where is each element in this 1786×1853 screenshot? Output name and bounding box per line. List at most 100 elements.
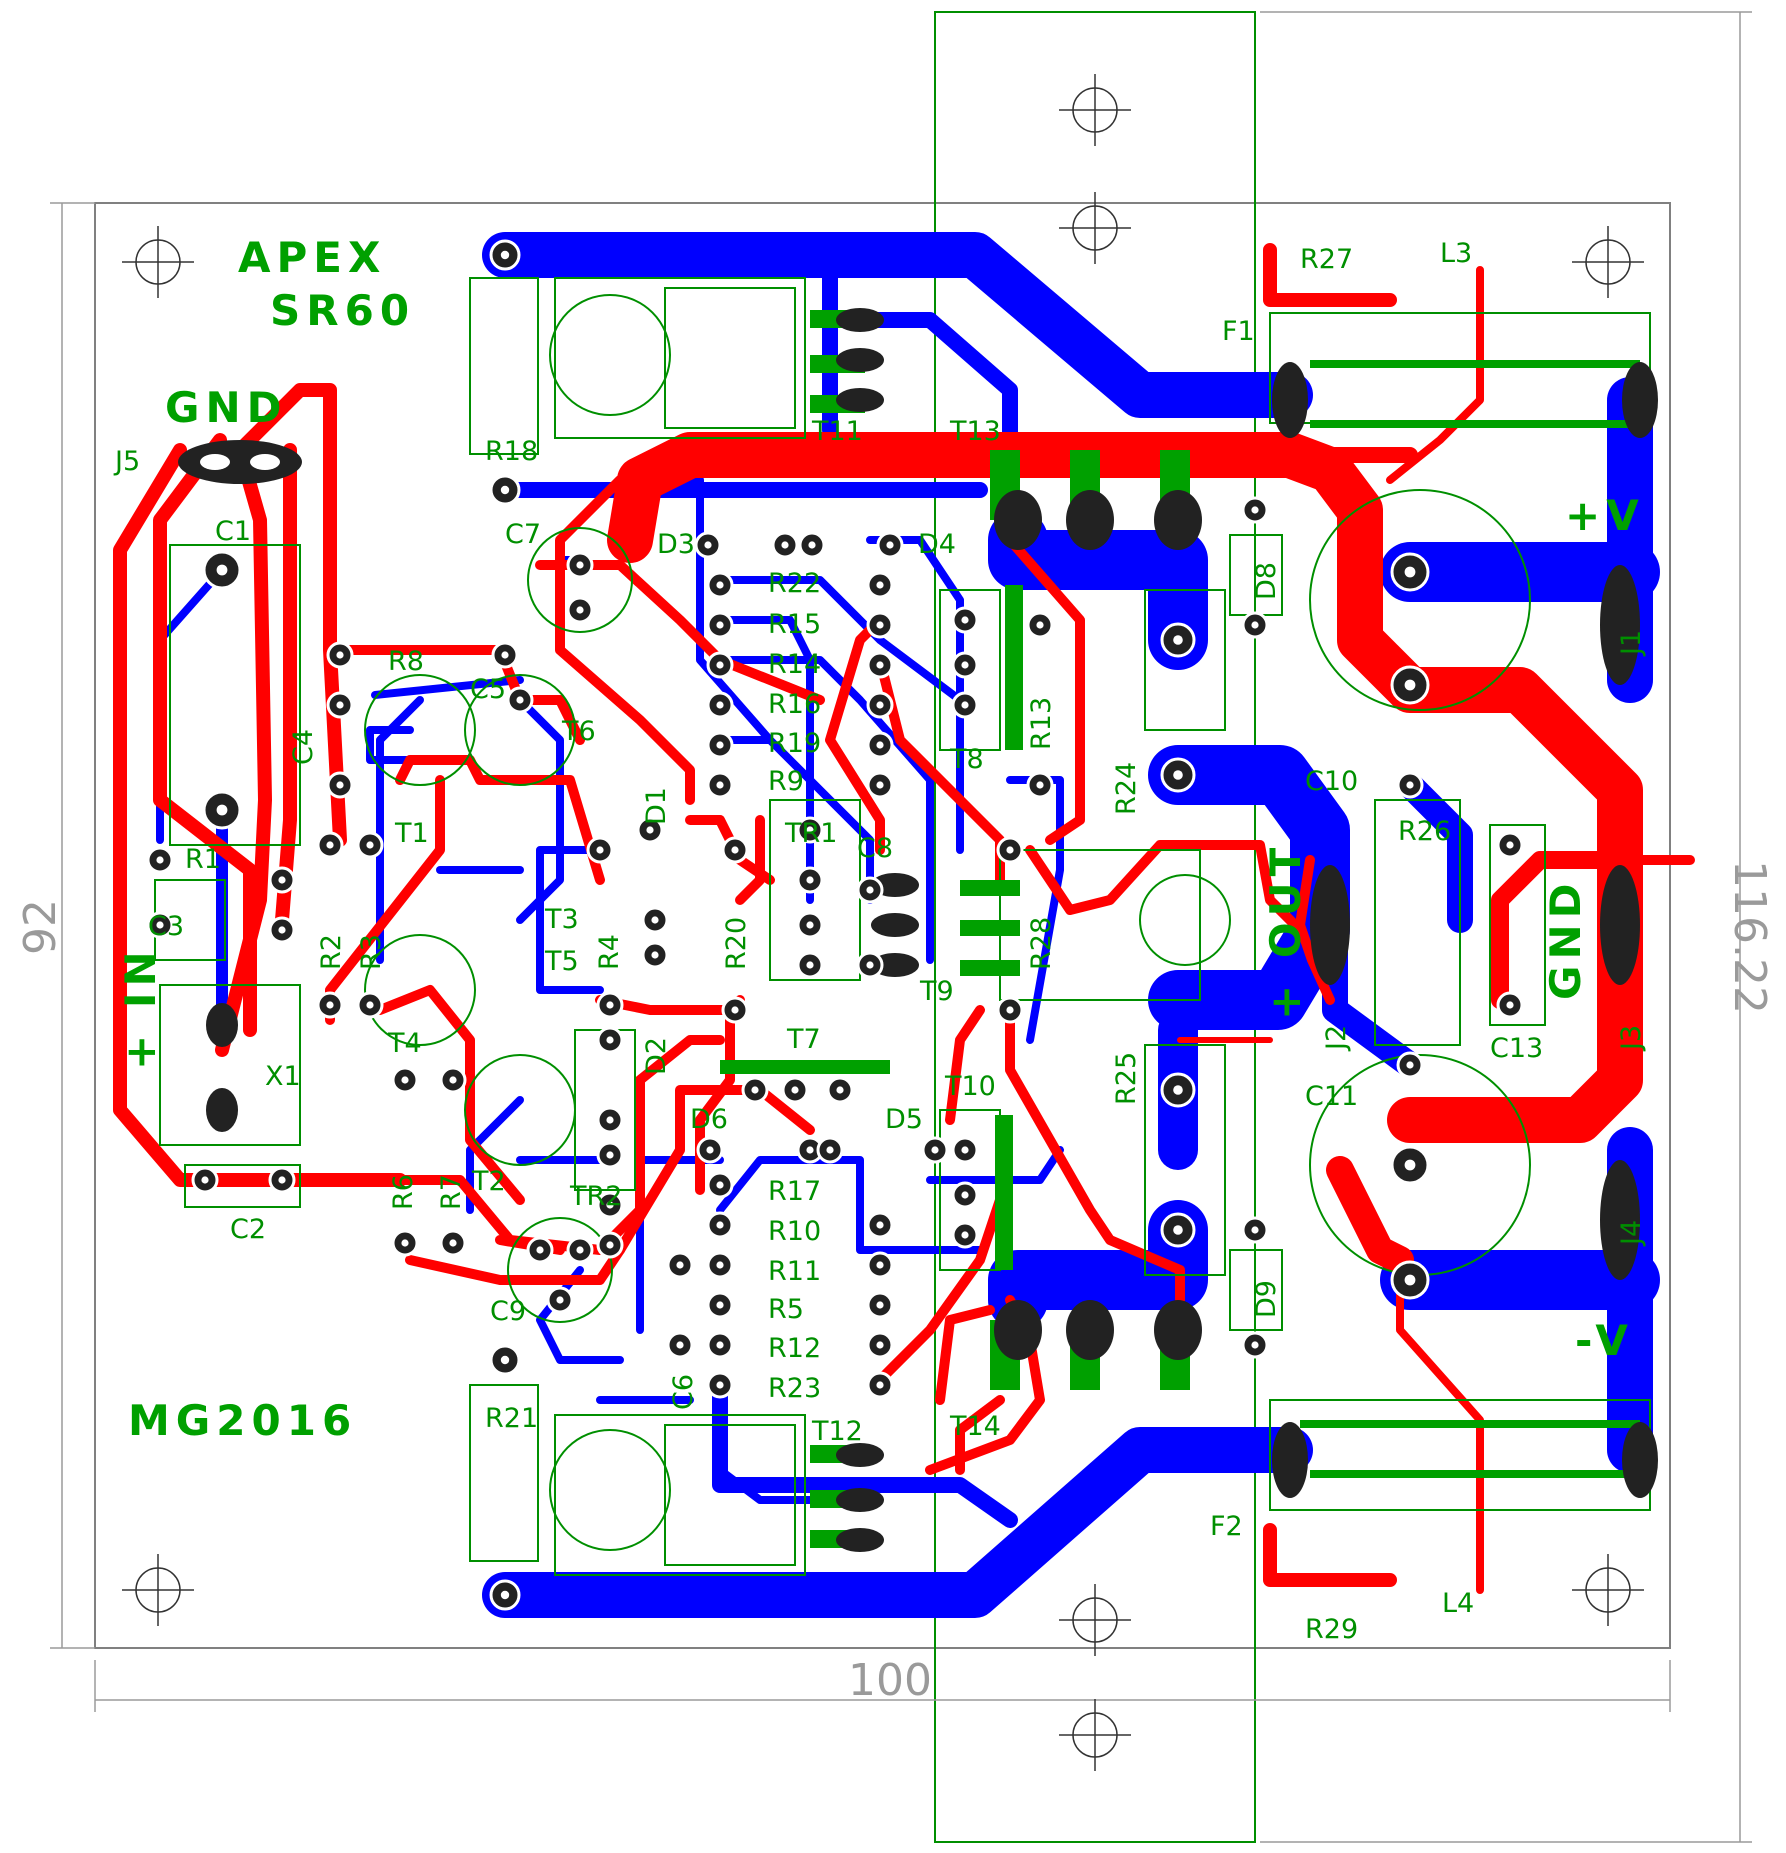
label-r11: R11	[768, 1256, 821, 1287]
pad-hole	[1404, 566, 1416, 578]
pad-hole	[1251, 621, 1259, 629]
label-l4: L4	[1442, 1588, 1474, 1619]
pad-hole	[501, 651, 509, 659]
pad-hole	[961, 616, 969, 624]
pad-hole	[751, 1086, 759, 1094]
pad-hole	[576, 606, 584, 614]
label-tr2: TR2	[569, 1181, 622, 1212]
label-c3: C3	[148, 911, 184, 942]
pad-hole	[716, 1301, 724, 1309]
label-t8: T8	[949, 744, 984, 775]
pad-hole	[716, 1181, 724, 1189]
label-t3: T3	[544, 904, 579, 935]
pad-hole	[651, 951, 659, 959]
label-r27: R27	[1300, 244, 1353, 275]
pad-hole	[556, 1296, 564, 1304]
pad-hole	[836, 1086, 844, 1094]
x1-label: X1	[265, 1061, 301, 1092]
pad-hole	[1036, 781, 1044, 789]
pad-hole	[808, 541, 816, 549]
pad-hole	[1173, 1085, 1183, 1095]
label-d2: D2	[641, 1037, 672, 1075]
pad-hole	[876, 1381, 884, 1389]
j5-label: J5	[113, 446, 140, 477]
pad-hole	[576, 561, 584, 569]
pad-hole	[1251, 1341, 1259, 1349]
pad-hole	[576, 1246, 584, 1254]
pad-hole	[646, 826, 654, 834]
pad-hole	[516, 696, 524, 704]
dimension-lines	[50, 11, 1752, 1843]
pad-hole	[1173, 1225, 1183, 1235]
pad-hole	[278, 876, 286, 884]
pad-hole	[216, 804, 228, 816]
label-r4: R4	[594, 934, 625, 970]
label-t10: T10	[944, 1071, 996, 1102]
gnd-top-label: GND	[165, 383, 288, 432]
label-r14: R14	[768, 649, 821, 680]
pad-hole	[336, 651, 344, 659]
pad-hole	[449, 1076, 457, 1084]
pad-hole	[336, 781, 344, 789]
pad-hole	[1173, 635, 1183, 645]
pad-hole	[500, 250, 510, 260]
j1-label: J1	[1616, 630, 1647, 657]
label-t13: T13	[949, 416, 1001, 447]
pad-hole	[606, 1241, 614, 1249]
pads	[146, 239, 1524, 1611]
pad-hole	[156, 921, 164, 929]
j2-label: J2	[1321, 1025, 1352, 1052]
pad-hole	[876, 581, 884, 589]
label-r19: R19	[768, 728, 821, 759]
label-c6: C6	[668, 1374, 699, 1410]
label-r29: R29	[1305, 1614, 1358, 1645]
label-d9: D9	[1251, 1280, 1282, 1318]
top-copper-traces	[113, 243, 1695, 1594]
pad-hole	[876, 1221, 884, 1229]
pad-hole	[676, 1261, 684, 1269]
label-c8: C8	[857, 833, 893, 864]
board-title-line1: APEX	[238, 233, 386, 282]
board-title-line2: SR60	[270, 286, 415, 335]
pad-hole	[606, 1201, 614, 1209]
pad-hole	[536, 1246, 544, 1254]
pad-hole	[1506, 1001, 1514, 1009]
pad-hole	[278, 1176, 286, 1184]
label-r2: R2	[316, 934, 347, 970]
width-dimension: 100	[848, 1655, 932, 1706]
label-r18: R18	[485, 436, 538, 467]
pad-hole	[1404, 1159, 1416, 1171]
label-r1: R1	[185, 844, 221, 875]
pad-hole	[201, 1176, 209, 1184]
pad-hole	[651, 916, 659, 924]
height-dimension: 92	[15, 899, 66, 955]
label-r21: R21	[485, 1403, 538, 1434]
out-plus-label: + OUT	[1261, 842, 1310, 1020]
label-t9: T9	[919, 976, 954, 1007]
pad-hole	[876, 1301, 884, 1309]
pad-hole	[596, 846, 604, 854]
pad-hole	[806, 1146, 814, 1154]
large-pads	[178, 308, 1658, 1552]
pad-hole	[326, 841, 334, 849]
pad-hole	[716, 581, 724, 589]
pad-hole	[716, 1381, 724, 1389]
pad-hole	[676, 1341, 684, 1349]
pad-hole	[931, 1146, 939, 1154]
label-t12: T12	[811, 1416, 863, 1447]
label-r23: R23	[768, 1373, 821, 1404]
pad-hole	[886, 541, 894, 549]
pad-hole	[216, 564, 228, 576]
pad-hole	[606, 1036, 614, 1044]
label-r12: R12	[768, 1333, 821, 1364]
label-d1: D1	[641, 787, 672, 825]
pad-hole	[449, 1239, 457, 1247]
label-r16: R16	[768, 689, 821, 720]
pad-hole	[1006, 846, 1014, 854]
pad-hole	[1006, 1006, 1014, 1014]
pad-hole	[961, 1231, 969, 1239]
pad-hole	[866, 961, 874, 969]
pad-hole	[876, 781, 884, 789]
pad-hole	[716, 1261, 724, 1269]
